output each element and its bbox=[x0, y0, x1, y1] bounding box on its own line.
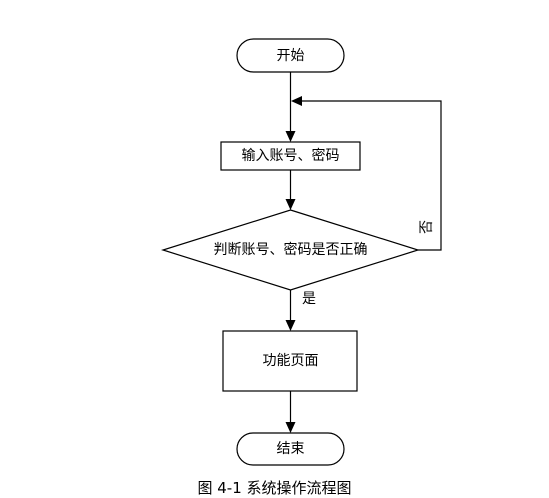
page-label: 功能页面 bbox=[263, 353, 319, 369]
edge-label-no: 否 bbox=[419, 220, 435, 234]
start-label: 开始 bbox=[277, 48, 305, 64]
edge-page-to-end bbox=[285, 391, 296, 433]
edge-input-to-check bbox=[285, 170, 296, 210]
page-shape bbox=[222, 330, 358, 392]
edge-start-input-arrowhead bbox=[285, 131, 296, 142]
end-shape bbox=[236, 432, 345, 466]
figure-caption: 图 4-1 系统操作流程图 bbox=[197, 479, 352, 497]
edge-input-check-arrowhead bbox=[285, 199, 296, 210]
check-node: 判断账号、密码是否正确 bbox=[160, 209, 421, 291]
edge-check-page-arrowhead bbox=[285, 320, 296, 331]
input-label: 输入账号、密码 bbox=[242, 147, 340, 164]
edge-start-to-input bbox=[285, 72, 296, 142]
edge-check-to-page: 是 bbox=[285, 290, 316, 331]
flowchart-diagram: 开始 否 输入账号、密码 判断账号、密码是否正确 是 功能页面 bbox=[160, 38, 442, 466]
end-node: 结束 bbox=[236, 432, 345, 466]
input-node: 输入账号、密码 bbox=[220, 141, 361, 171]
page-node: 功能页面 bbox=[222, 330, 358, 392]
edge-loop-arrowhead bbox=[291, 96, 302, 106]
edge-check-to-input-loop: 否 bbox=[291, 96, 442, 251]
end-label: 结束 bbox=[277, 441, 305, 457]
edge-loop-line bbox=[301, 100, 442, 251]
check-label: 判断账号、密码是否正确 bbox=[214, 241, 368, 258]
start-node: 开始 bbox=[236, 38, 345, 73]
input-shape bbox=[220, 141, 361, 171]
edge-label-yes: 是 bbox=[302, 291, 316, 307]
edge-page-end-arrowhead bbox=[285, 422, 296, 433]
